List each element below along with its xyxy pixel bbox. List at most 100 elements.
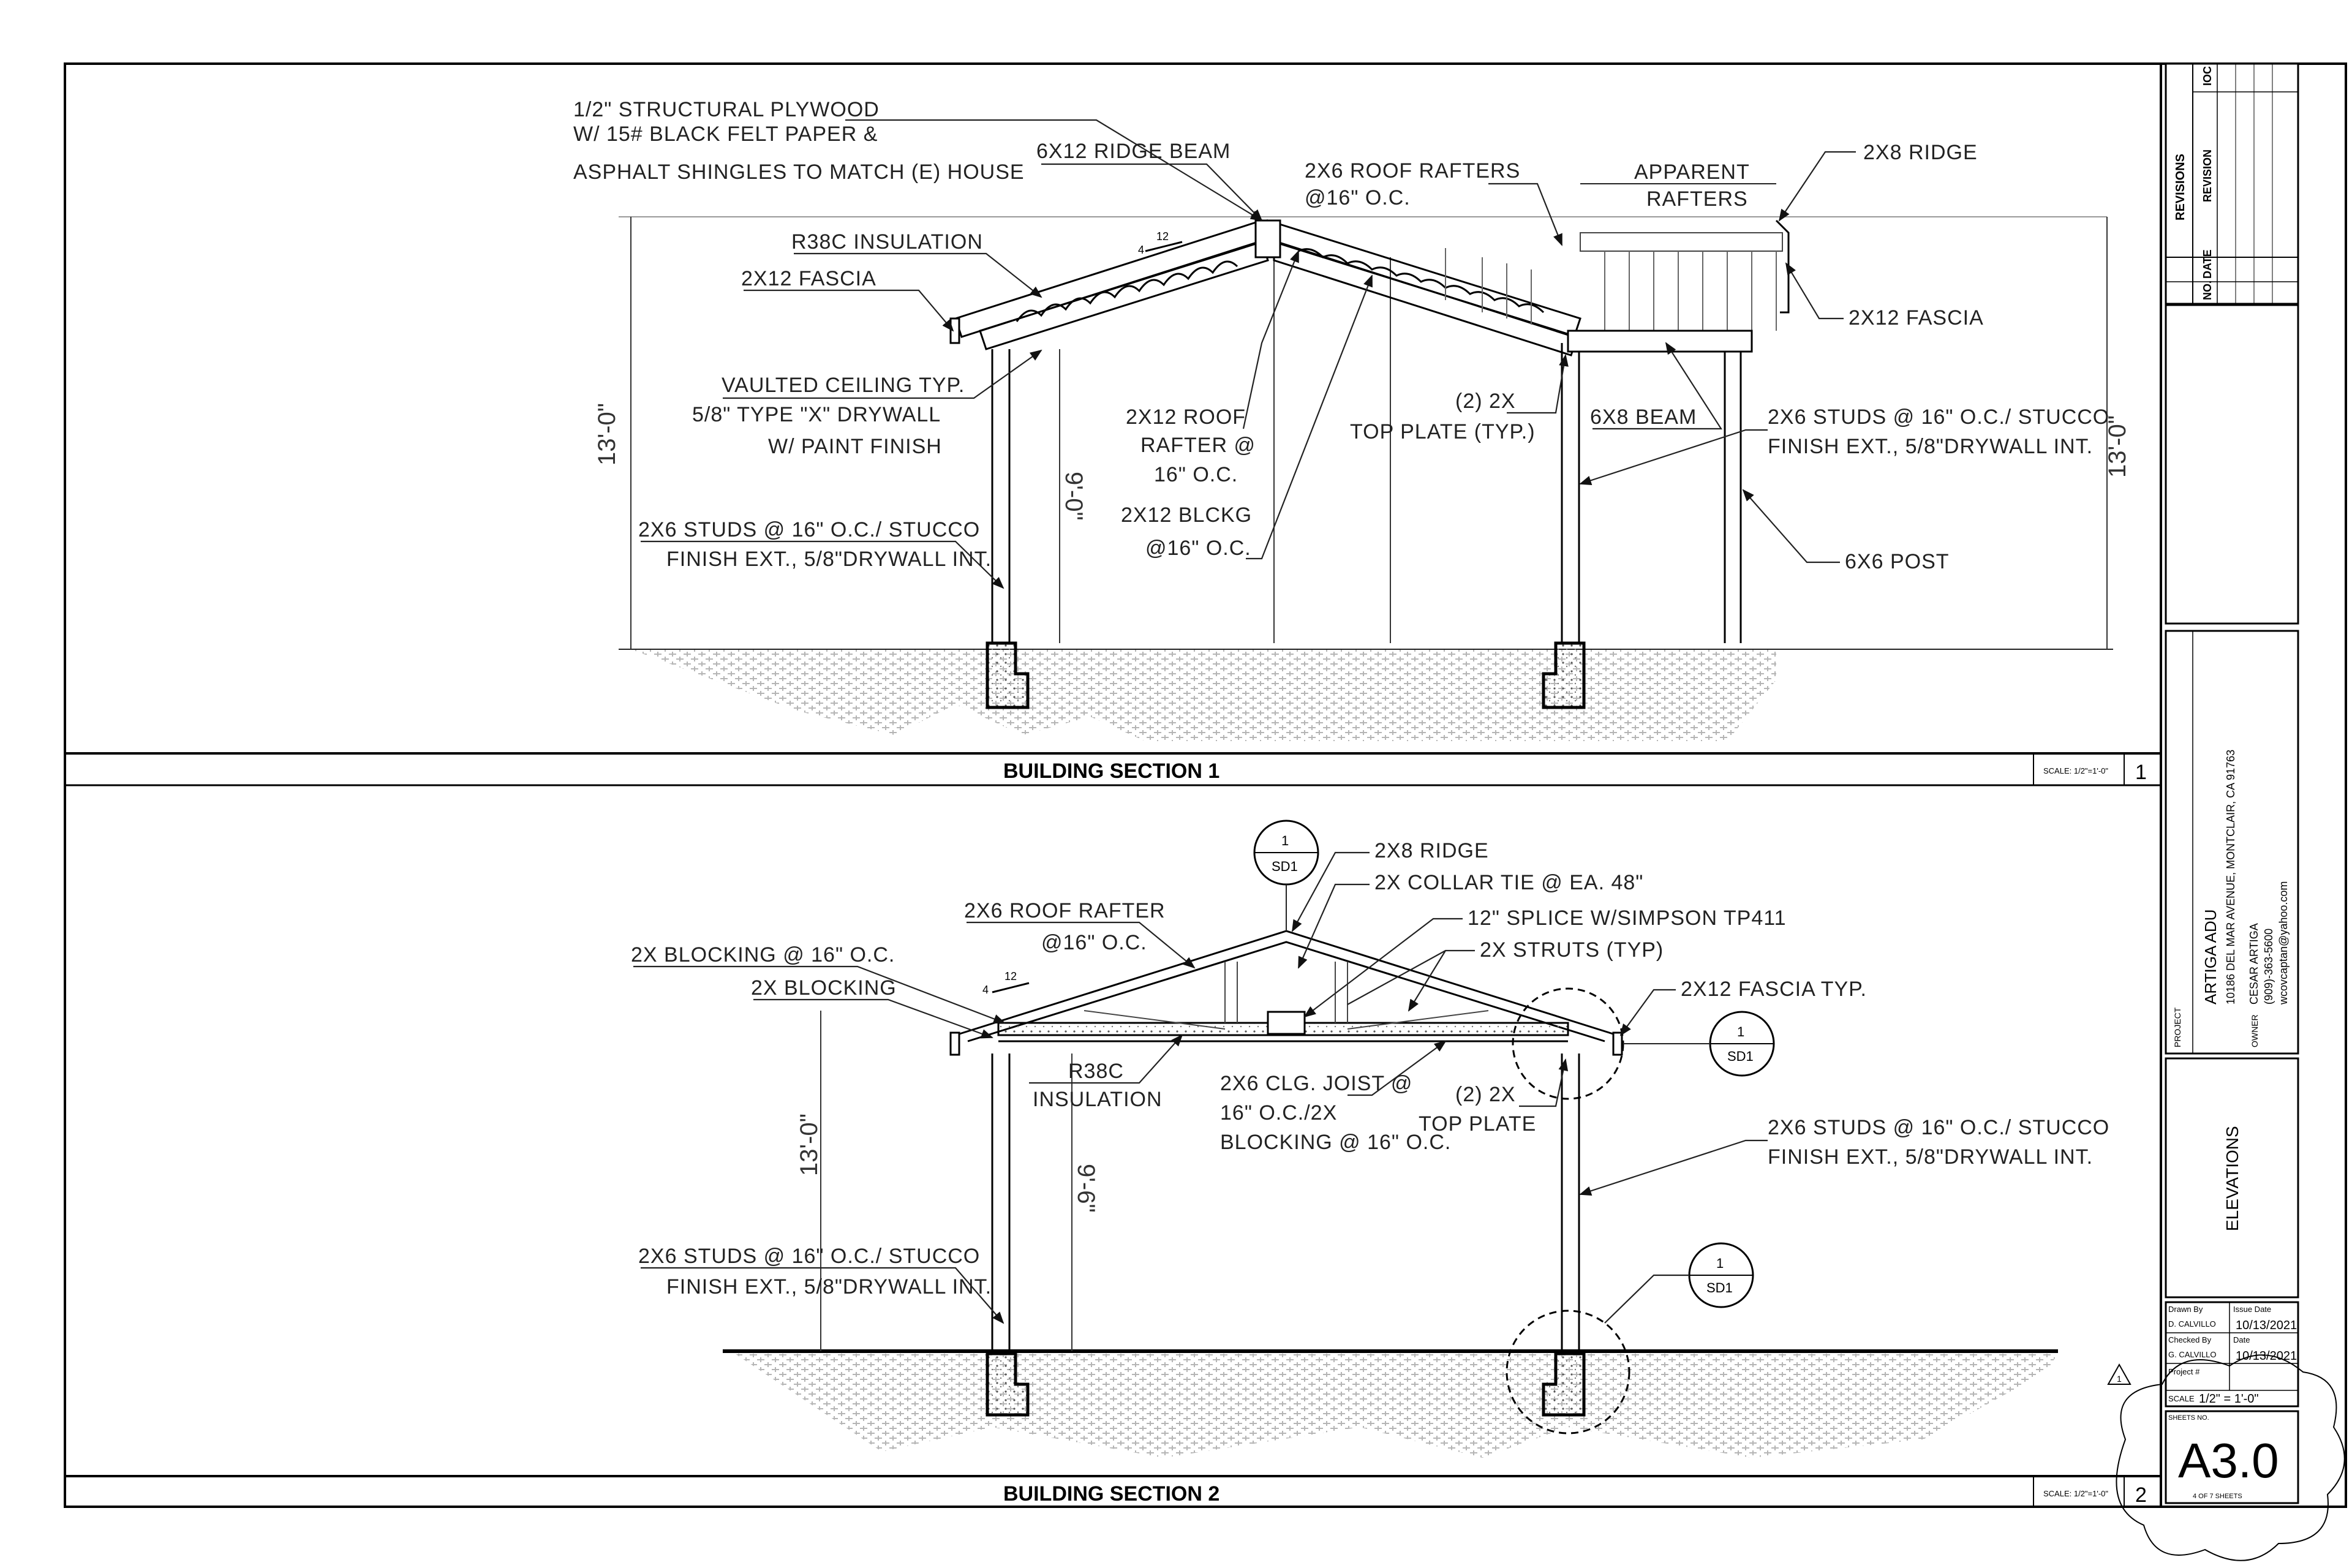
note-splice: 12" SPLICE W/SIMPSON TP411 [1468, 907, 1787, 930]
note-apparent-1: APPARENT [1634, 160, 1750, 184]
note-plywood-1: 1/2" STRUCTURAL PLYWOOD [573, 98, 880, 121]
revision-tag: 1 [2117, 1374, 2122, 1384]
rev-col-revision: REVISION [2201, 149, 2214, 202]
project-address: 10186 DEL MAR AVENUE, MONTCLAIR, CA 9176… [2225, 750, 2237, 1005]
note-insulation: R38C INSULATION [791, 230, 983, 254]
detail-circle-top [1512, 987, 1624, 1100]
callout-bubble-fascia[interactable]: 1 SD1 [1623, 1011, 1775, 1077]
slope-run: 12 [1156, 230, 1169, 243]
dim-overall-right: 13'-0" [2104, 415, 2131, 478]
note-beam-6x8: 6X8 BEAM [1590, 405, 1697, 429]
revision-triangle [2107, 1363, 2132, 1385]
note-ridge-2x8: 2X8 RIDGE [1863, 141, 1978, 164]
note-joist-1: 2X6 CLG. JOIST @ [1220, 1072, 1412, 1095]
note-blckg-1: 2X12 BLCKG [1121, 503, 1252, 527]
insulation-right [1298, 248, 1545, 314]
callout-number: 1 [1737, 1024, 1744, 1039]
sheet-number: A3.0 [2178, 1433, 2279, 1488]
project-label: PROJECT [2173, 1007, 2182, 1047]
splice-plate [1267, 1011, 1306, 1035]
note-fascia-s2: 2X12 FASCIA TYP. [1681, 978, 1867, 1001]
ridge-beam [1254, 219, 1281, 258]
callout-bubble-ridge[interactable]: 1 SD1 [1253, 820, 1319, 931]
note-blocking: 2X BLOCKING [751, 976, 897, 1000]
dim-overall-2: 13'-0" [796, 1114, 823, 1176]
owner-name: CESAR ARTIGA [2248, 923, 2260, 1005]
section-1-number: 1 [2135, 761, 2147, 784]
rev-col-ioc: IOC [2201, 66, 2214, 86]
building-section-2: 1 2 4 13'-0" 9'-6" 1 SD1 1 SD1 1 SD1 [631, 820, 2147, 1507]
project-block [2165, 630, 2299, 1055]
note-studs-left-s2-2: FINISH EXT., 5/8"DRYWALL INT. [666, 1275, 992, 1298]
revision-cloud [2116, 1354, 2345, 1561]
section-1-title: BUILDING SECTION 1 [1003, 760, 1219, 783]
callout-sheet: SD1 [1706, 1280, 1733, 1295]
note-joist-3: BLOCKING @ 16" O.C. [1220, 1131, 1451, 1154]
note-vaulted-3: W/ PAINT FINISH [768, 435, 942, 458]
note-top-plate-s2-2: TOP PLATE [1419, 1112, 1536, 1136]
callout-number: 1 [1281, 833, 1289, 848]
dim-plate-height-2: 9'-6" [1072, 1164, 1099, 1213]
owner-email: wcovcaptan@yahoo.com [2277, 881, 2290, 1005]
note-post-6x6: 6X6 POST [1845, 550, 1950, 573]
date-value: 10/13/2021 [2236, 1349, 2297, 1363]
sheets-no-label: SHEETS NO. [2168, 1414, 2209, 1422]
revisions-header: REVISIONS [2174, 154, 2187, 221]
note-roof-rafters-2: @16" O.C. [1305, 186, 1411, 209]
sheet-of: 4 OF 7 SHEETS [2193, 1493, 2242, 1500]
soil-hatch-2 [735, 1354, 2058, 1458]
note-roof-rafter-2: RAFTER @ [1140, 434, 1256, 457]
scale-label: SCALE [2168, 1394, 2195, 1403]
dim-plate-height: 9'-0" [1060, 472, 1087, 521]
section-2-number: 2 [2135, 1483, 2147, 1507]
firm-block [2165, 304, 2299, 625]
insulation-left [1016, 260, 1238, 322]
dim-overall-left: 13'-0" [594, 403, 620, 466]
soil-hatch [631, 649, 1776, 741]
note-studs-right-2: FINISH EXT., 5/8"DRYWALL INT. [1768, 435, 2093, 458]
note-roof-rafter-3: 16" O.C. [1154, 463, 1238, 486]
rev-col-no: NO. [2201, 281, 2214, 300]
footing-left [986, 641, 1030, 709]
slope-rise-2: 4 [982, 984, 989, 996]
note-studs-right-1: 2X6 STUDS @ 16" O.C./ STUCCO [1768, 405, 2109, 429]
note-blocking-oc: 2X BLOCKING @ 16" O.C. [631, 943, 895, 967]
sheet-title-block [2165, 1057, 2299, 1298]
beam-6x8 [1567, 330, 1753, 353]
note-joist-2: 16" O.C./2X [1220, 1101, 1337, 1125]
note-struts: 2X STRUTS (TYP) [1480, 938, 1664, 962]
section-1-scale: SCALE: 1/2"=1'-0" [2043, 766, 2108, 775]
checked-by: G. CALVILLO [2168, 1350, 2217, 1359]
note-blckg-2: @16" O.C. [1145, 537, 1251, 560]
sheet-title: ELEVATIONS [2223, 1126, 2242, 1231]
note-plywood-3: ASPHALT SHINGLES TO MATCH (E) HOUSE [573, 160, 1025, 184]
owner-phone: (909)-363-5600 [2263, 929, 2275, 1005]
rev-col-date: DATE [2201, 249, 2214, 279]
note-roof-rafter-s2-1: 2X6 ROOF RAFTER [964, 899, 1166, 922]
slope-rise: 4 [1138, 244, 1144, 256]
note-plywood-2: W/ 15# BLACK FELT PAPER & [573, 123, 878, 146]
detail-circle-bottom [1506, 1310, 1630, 1434]
callout-bubble-footing[interactable]: 1 SD1 [1604, 1242, 1754, 1324]
callout-number: 1 [1716, 1256, 1724, 1271]
sheet-number-block [2165, 1410, 2299, 1504]
note-studs-left-s2-1: 2X6 STUDS @ 16" O.C./ STUCCO [638, 1245, 980, 1268]
drawn-by: D. CALVILLO [2168, 1319, 2216, 1329]
note-apparent-2: RAFTERS [1646, 187, 1748, 211]
section-2-title: BUILDING SECTION 2 [1003, 1482, 1219, 1506]
owner-label: OWNER [2250, 1014, 2260, 1047]
project-name: ARTIGA ADU [2201, 909, 2220, 1005]
note-studs-right-s2-2: FINISH EXT., 5/8"DRYWALL INT. [1768, 1145, 2093, 1169]
note-insulation-s2-2: INSULATION [1033, 1088, 1163, 1111]
drawing-info-table [2165, 1301, 2299, 1408]
project-no-label: Project # [2168, 1367, 2200, 1376]
callout-sheet: SD1 [1727, 1049, 1754, 1064]
note-ridge-2: 2X8 RIDGE [1374, 839, 1489, 862]
note-fascia-left: 2X12 FASCIA [741, 267, 876, 290]
note-studs-left-2: FINISH EXT., 5/8"DRYWALL INT. [666, 548, 992, 571]
note-top-plate-s2-1: (2) 2X [1455, 1083, 1516, 1106]
note-vaulted-2: 5/8" TYPE "X" DRYWALL [692, 403, 941, 426]
revisions-table [2165, 62, 2299, 305]
section-2-scale: SCALE: 1/2"=1'-0" [2043, 1489, 2108, 1498]
note-studs-left-1: 2X6 STUDS @ 16" O.C./ STUCCO [638, 518, 980, 541]
